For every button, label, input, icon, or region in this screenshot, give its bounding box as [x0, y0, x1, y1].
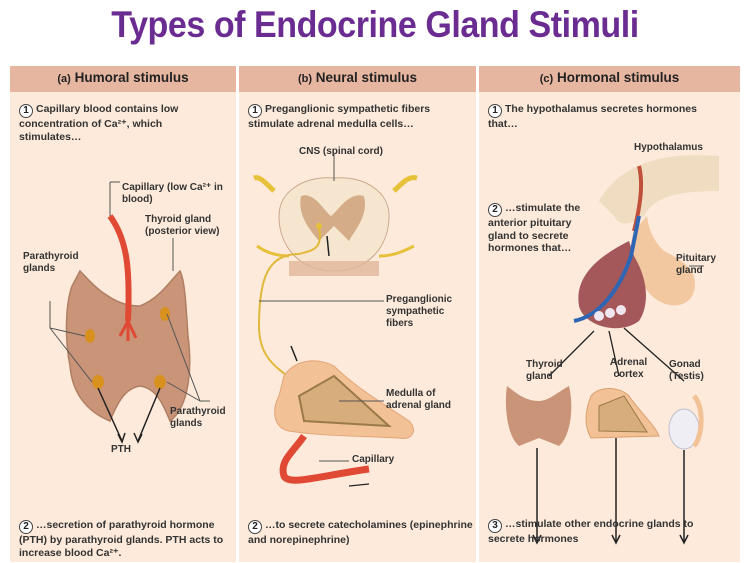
panel-heading: Neural stimulus: [315, 70, 418, 85]
label-capillary: Capillary: [352, 454, 395, 465]
parathyroid-gland: [160, 307, 170, 321]
label-pituitary: Pituitary gland: [676, 253, 717, 276]
hormone-arrow: [536, 438, 685, 541]
label-thyroid-c: Thyroid gland: [526, 359, 563, 382]
step-text: …secretion of parathyroid hormone (PTH) …: [19, 519, 224, 559]
parathyroid-gland: [154, 375, 166, 389]
step-text: Capillary blood contains low concentrati…: [19, 103, 179, 143]
hypothalamus-shape: [599, 155, 719, 224]
step-text: The hypothalamus secretes hormones that…: [488, 103, 697, 130]
panel-header-hormonal: (c) Hormonal stimulus: [479, 66, 740, 92]
page-title: Types of Endocrine Gland Stimuli: [111, 4, 639, 45]
step-text: …stimulate the anterior pituitary gland …: [488, 202, 581, 254]
step-text: …stimulate other endocrine glands to sec…: [488, 518, 694, 545]
portal-vessel: [573, 215, 641, 323]
label-fibers: Preganglionic sympathetic fibers: [386, 294, 453, 329]
step-number-icon: 2: [488, 203, 502, 217]
pth-arrow: [97, 387, 161, 442]
capillary-vessel: [279, 433, 370, 484]
panel-heading: Humoral stimulus: [74, 70, 189, 85]
step-2-hormonal: 2…stimulate the anterior pituitary gland…: [488, 202, 583, 255]
label-adrenal: Adrenal cortex: [609, 357, 648, 380]
label-parathyroid-right: Parathyroid glands: [170, 406, 226, 429]
label-hypothalamus: Hypothalamus: [634, 142, 703, 153]
label-capillary: Capillary (low Ca²⁺ in blood): [122, 182, 223, 205]
step-2-humoral: 2…secretion of parathyroid hormone (PTH)…: [19, 519, 234, 559]
label-parathyroid-left: Parathyroid glands: [23, 251, 79, 274]
step-number-icon: 3: [488, 519, 502, 533]
panel-header-neural: (b) Neural stimulus: [239, 66, 476, 92]
pituitary-gland-shape: [631, 216, 695, 306]
preganglionic-fiber: [257, 227, 321, 382]
step-number-icon: 2: [19, 520, 33, 534]
parathyroid-gland: [85, 329, 95, 343]
panel-heading: Hormonal stimulus: [556, 70, 680, 85]
thyroid-illustration: [49, 181, 210, 444]
step-text: Preganglionic sympathetic fibers stimula…: [248, 103, 431, 130]
label-cns: CNS (spinal cord): [299, 146, 383, 157]
label-thyroid: Thyroid gland (posterior view): [145, 214, 220, 237]
parathyroid-gland: [92, 375, 104, 389]
label-gonad: Gonad (Testis): [669, 359, 704, 382]
panel-letter: (c): [539, 73, 554, 85]
label-pth: PTH: [111, 444, 131, 455]
label-medulla: Medulla of adrenal gland: [386, 388, 452, 411]
panel-letter: (b): [297, 73, 312, 85]
step-3-hormonal: 3…stimulate other endocrine glands to se…: [488, 518, 733, 546]
spinal-adrenal-illustration: [253, 154, 418, 487]
thyroid-gland-shape: [505, 386, 572, 446]
step-text: …to secrete catecholamines (epinephrine …: [248, 519, 473, 546]
pituitary-illustration: [505, 155, 719, 545]
step-number-icon: 2: [248, 520, 262, 534]
panel-header-humoral: (a) Humoral stimulus: [10, 66, 236, 92]
panel-letter: (a): [57, 73, 71, 85]
step-2-neural: 2…to secrete catecholamines (epinephrine…: [248, 519, 473, 547]
capillary-vessel: [107, 214, 132, 322]
